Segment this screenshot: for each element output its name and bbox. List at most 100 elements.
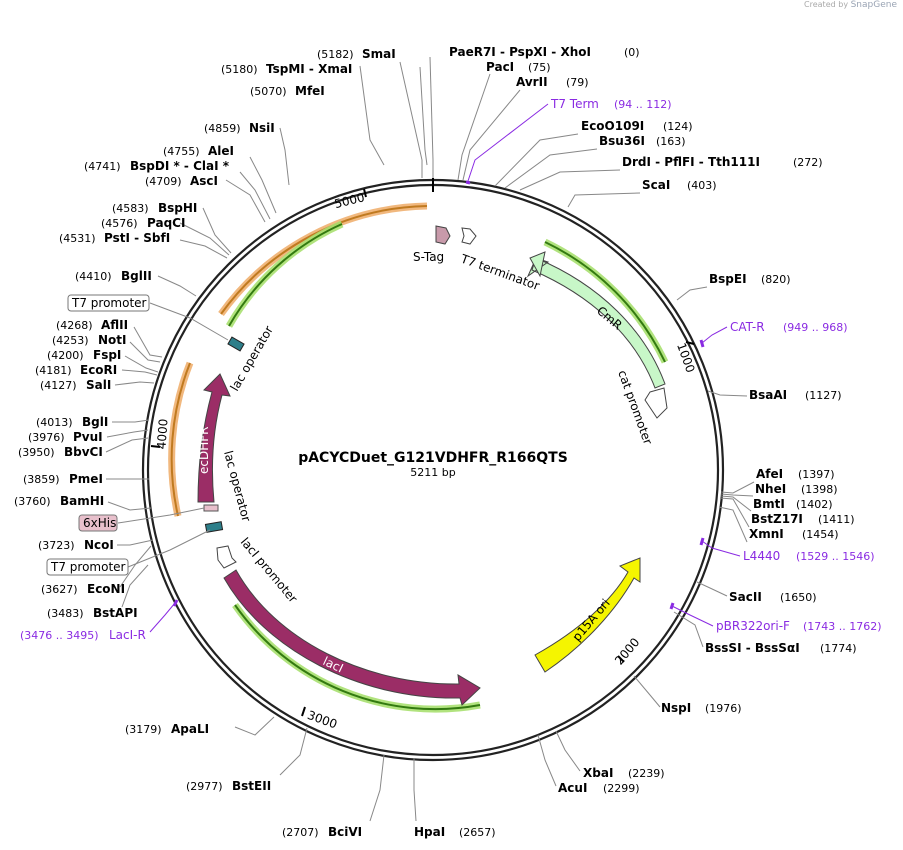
- leader-line: [225, 179, 266, 223]
- enzyme-label: AleI: [208, 144, 234, 158]
- enzyme-label: BspHI: [158, 201, 197, 215]
- enzyme-pos: (4013): [36, 416, 73, 429]
- enzyme-pos: (163): [656, 135, 686, 148]
- boxed-label-leader: [117, 507, 205, 524]
- enzyme-label: BmtI: [753, 497, 785, 511]
- leader-line: [121, 564, 149, 608]
- enzyme-pos: (1454): [802, 528, 839, 541]
- enzyme-label: XmnI: [749, 527, 784, 541]
- leader-line: [279, 127, 290, 186]
- enzyme-pos: (4127): [40, 379, 77, 392]
- orf-arc-top-left-line: [220, 205, 428, 315]
- enzyme-pos: (4583): [112, 202, 149, 215]
- leader-line: [234, 716, 275, 736]
- leader-line: [633, 675, 661, 708]
- laci-promoter-arrow: [216, 545, 237, 569]
- cat-promoter-arrow: [644, 387, 668, 419]
- enzyme-label: EcoRI: [80, 363, 117, 377]
- leader-line: [676, 286, 708, 301]
- label-cat-promoter: cat promoter: [615, 368, 655, 446]
- primer-label: CAT-R: [730, 320, 765, 334]
- enzyme-label: BssSI - BssSαI: [705, 641, 800, 655]
- leader-line: [359, 65, 385, 166]
- orf-arc-left-green-line: [228, 223, 343, 327]
- primer-leader-line: [701, 326, 728, 344]
- primer-mark-catr: [699, 339, 705, 348]
- leader-line: [202, 207, 232, 254]
- enzyme-pos: (4200): [47, 349, 84, 362]
- enzyme-label: BglII: [121, 269, 152, 283]
- enzyme-label: SmaI: [362, 47, 396, 61]
- enzyme-label: BciVI: [328, 825, 362, 839]
- t7-promoter-box-1: [67, 294, 150, 312]
- enzyme-label: NcoI: [84, 538, 114, 552]
- enzyme-label: PstI - SbfI: [104, 231, 170, 245]
- enzyme-label: ApaLI: [171, 722, 209, 736]
- leader-line: [707, 390, 748, 397]
- label-t7-terminator: T7 terminator: [458, 251, 541, 293]
- primer-mark-laci-r: [172, 599, 179, 607]
- boxed-label-leader: [127, 529, 211, 568]
- leader-line: [719, 497, 750, 528]
- enzyme-pos: (124): [663, 120, 693, 133]
- leader-line: [119, 545, 152, 588]
- enzyme-pos: (3179): [125, 723, 162, 736]
- label-s-tag: S-Tag: [413, 250, 444, 264]
- enzyme-pos: (3760): [14, 495, 51, 508]
- s-tag-arrow: [435, 225, 451, 245]
- enzyme-pos: (2299): [603, 782, 640, 795]
- enzyme-pos: (5182): [317, 48, 354, 61]
- enzyme-pos: (4410): [75, 270, 112, 283]
- enzyme-pos: (4531): [59, 232, 96, 245]
- laci-arrow: [223, 569, 481, 706]
- leader-line: [279, 727, 308, 776]
- six-his-label-box: [78, 514, 118, 532]
- leader-line: [555, 730, 581, 772]
- ecdhfr-arrow: [197, 373, 231, 503]
- enzyme-label: BspDI * - ClaI *: [130, 159, 230, 173]
- leader-line: [537, 734, 557, 787]
- enzyme-labels-left: (5182) SmaI (5180) TspMI - XmaI (5070) M…: [14, 47, 396, 839]
- leader-line: [179, 222, 230, 256]
- enzyme-pos: (5070): [250, 85, 287, 98]
- label-lac-operator-1: lac operator: [227, 323, 276, 393]
- leader-line: [419, 66, 428, 166]
- enzyme-label: AfeI: [756, 467, 783, 481]
- lac-operator-box-1: [227, 336, 245, 352]
- enzyme-pos: (2977): [186, 780, 223, 793]
- primer-labels: T7 Term (94 .. 112) CAT-R (949 .. 968) L…: [20, 97, 882, 642]
- leader-line: [249, 156, 277, 214]
- boxed-labels: T7 promoter 6xHis T7 promoter: [46, 294, 150, 576]
- enzyme-label: PaqCI: [147, 216, 185, 230]
- orf-arc-cmr-green-line: [544, 241, 666, 363]
- enzyme-label: PaeR7I - PspXI - XhoI: [449, 45, 591, 59]
- enzyme-label: NsiI: [249, 121, 275, 135]
- enzyme-pos: (4859): [204, 122, 241, 135]
- orf-arc-left-green: [225, 220, 344, 328]
- enzyme-label: EcoO109I: [581, 119, 644, 133]
- primer-leader-line: [149, 602, 176, 633]
- leader-line: [457, 73, 491, 181]
- t7-promoter-box-2: [46, 558, 129, 576]
- snapgene-credit: Created by SnapGene: [804, 0, 897, 10]
- orf-arc-laci-green-line: [234, 604, 481, 711]
- enzyme-pos: (4741): [84, 160, 121, 173]
- enzyme-labels-right: PaeR7I - PspXI - XhoI (0) PacI (75) AvrI…: [414, 45, 857, 839]
- enzyme-label: PvuI: [73, 430, 103, 444]
- leader-line: [696, 581, 728, 597]
- enzyme-label: SacII: [729, 590, 762, 604]
- enzyme-pos: (75): [528, 61, 551, 74]
- leader-line: [112, 419, 150, 423]
- plasmid-size: 5211 bp: [410, 466, 455, 479]
- primer-label: T7 Term: [550, 97, 599, 111]
- enzyme-pos: (3723): [38, 539, 75, 552]
- t7-terminator-arrow: [461, 227, 477, 245]
- primer-leader-line: [671, 605, 714, 627]
- enzyme-pos: (4253): [52, 334, 89, 347]
- primer-leader-line: [701, 540, 741, 557]
- enzyme-pos: (403): [687, 179, 717, 192]
- enzyme-label: BbvCI: [64, 445, 103, 459]
- tick-1000: [685, 341, 695, 345]
- t7-promoter-label-1: T7 promoter: [71, 296, 147, 310]
